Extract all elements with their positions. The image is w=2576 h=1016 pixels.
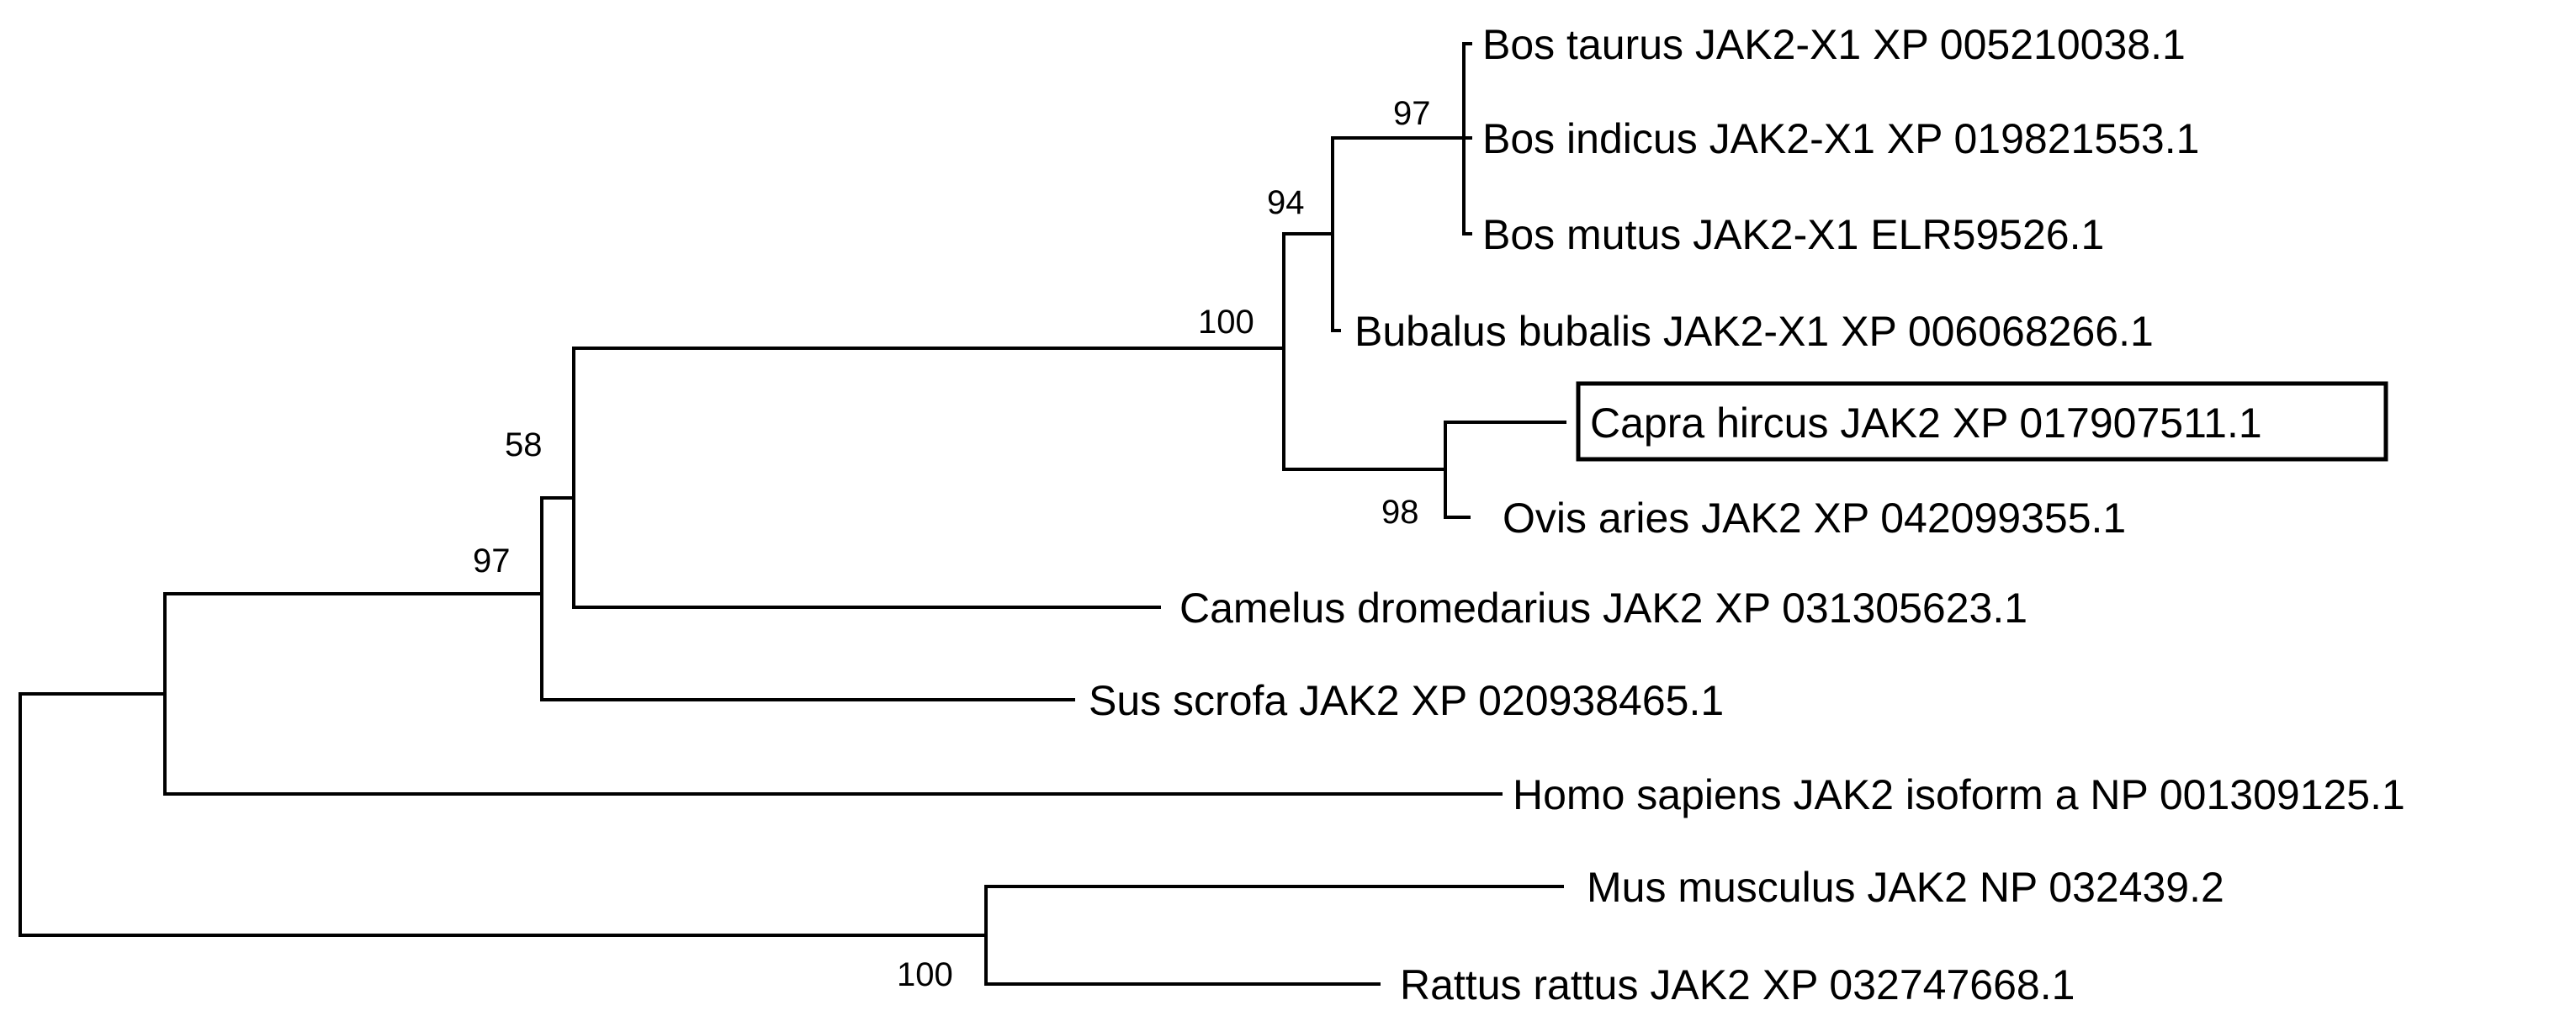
taxon-bos-mutus: Bos mutus JAK2-X1 ELR59526.1 xyxy=(1482,211,2104,258)
bootstrap-cetartiodactyla-clade: 97 xyxy=(473,542,511,579)
taxon-bos-taurus: Bos taurus JAK2-X1 XP 005210038.1 xyxy=(1482,21,2186,68)
capra-hircus-highlight-box xyxy=(1576,381,2388,462)
bootstrap-ruminant-camel-clade: 58 xyxy=(505,426,543,463)
taxon-bos-indicus: Bos indicus JAK2-X1 XP 019821553.1 xyxy=(1482,115,2199,162)
bootstrap-caprinae-clade: 98 xyxy=(1381,494,1419,531)
taxon-homo-sapiens: Homo sapiens JAK2 isoform a NP 001309125… xyxy=(1513,771,2405,818)
taxon-capra-hircus: Capra hircus JAK2 XP 017907511.1 xyxy=(1590,400,2262,447)
taxon-mus-musculus: Mus musculus JAK2 NP 032439.2 xyxy=(1587,864,2224,911)
taxon-bubalus-bubalis: Bubalus bubalis JAK2-X1 XP 006068266.1 xyxy=(1354,308,2154,355)
taxon-sus-scrofa: Sus scrofa JAK2 XP 020938465.1 xyxy=(1089,677,1724,724)
taxon-rattus-rattus: Rattus rattus JAK2 XP 032747668.1 xyxy=(1400,961,2075,1008)
taxon-ovis-aries: Ovis aries JAK2 XP 042099355.1 xyxy=(1503,495,2126,542)
bootstrap-bos-bubalus-clade: 94 xyxy=(1267,184,1305,221)
taxon-camelus-dromedarius: Camelus dromedarius JAK2 XP 031305623.1 xyxy=(1179,585,2027,632)
bootstrap-bos-clade: 97 xyxy=(1393,95,1431,132)
bootstrap-rodent-clade: 100 xyxy=(897,956,953,993)
bootstrap-bovidae-clade: 100 xyxy=(1198,304,1254,341)
